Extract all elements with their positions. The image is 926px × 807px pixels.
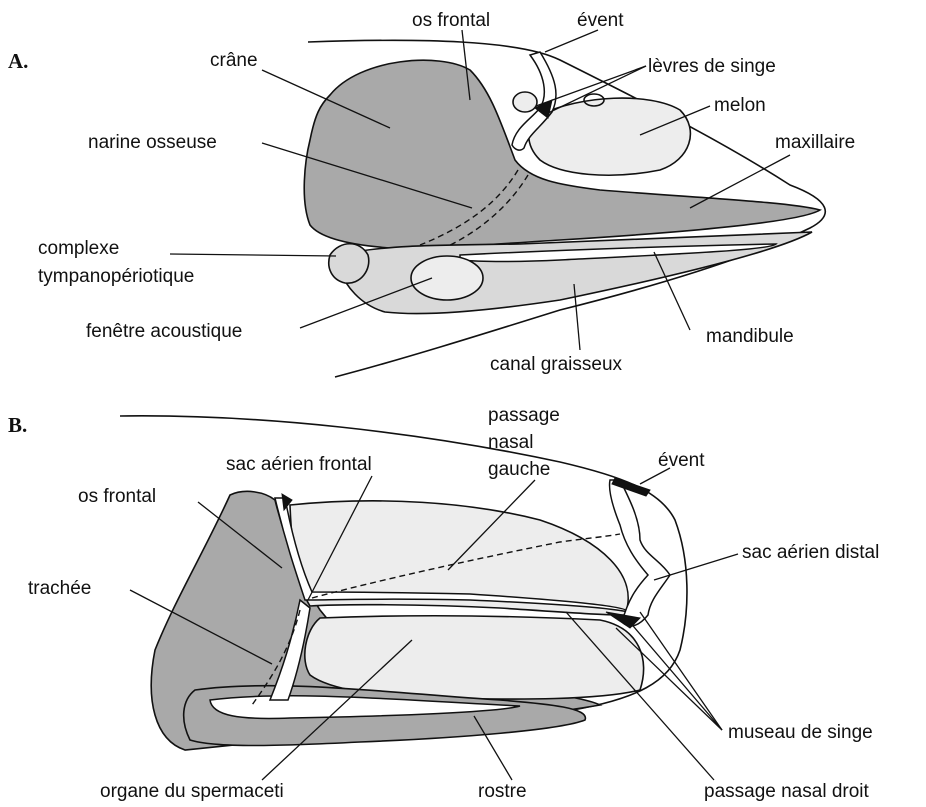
label-passage-line2: nasal [488,432,533,453]
label-trachee: trachée [28,578,91,599]
leader-event-a [545,30,598,52]
label-os-frontal-b: os frontal [78,486,156,507]
label-rostre: rostre [478,781,527,802]
label-sac-aerien-distal: sac aérien distal [742,542,879,563]
panel-b: B. passage nasal gauche sac aérien front… [8,405,879,802]
leader-museau-2 [640,612,722,730]
label-event-b: évent [658,450,705,471]
panel-a: A. os frontal évent crâne lèvres de sing… [8,10,855,377]
label-passage-line3: gauche [488,459,550,480]
leader-event-b [640,468,670,484]
label-maxillaire: maxillaire [775,132,855,153]
label-levres-de-singe: lèvres de singe [648,56,776,77]
acoustic-window-shape [411,256,483,300]
label-event-a: évent [577,10,624,31]
label-os-frontal-a: os frontal [412,10,490,31]
panel-b-label: B. [8,413,27,437]
junk-shape [305,616,644,699]
label-narine-osseuse: narine osseuse [88,132,217,153]
panel-a-label: A. [8,49,28,73]
label-canal-graisseux: canal graisseux [490,354,623,375]
label-passage-line1: passage [488,405,560,426]
label-complexe-line1: complexe [38,238,119,259]
label-mandibule: mandibule [706,326,794,347]
label-melon: melon [714,95,766,116]
label-organe-du-spermaceti: organe du spermaceti [100,781,284,802]
label-sac-aerien-frontal: sac aérien frontal [226,454,372,475]
leader-sac-distal [654,554,738,580]
label-passage-nasal-droit: passage nasal droit [704,781,869,802]
label-museau-de-singe: museau de singe [728,722,873,743]
tympanoperiotic-shape [329,244,369,283]
leader-complexe [170,254,336,256]
label-complexe-line2: tympanopériotique [38,266,194,287]
label-fenetre-acoustique: fenêtre acoustique [86,321,242,342]
monkey-lips-bursa [513,92,537,112]
label-crane: crâne [210,50,258,71]
